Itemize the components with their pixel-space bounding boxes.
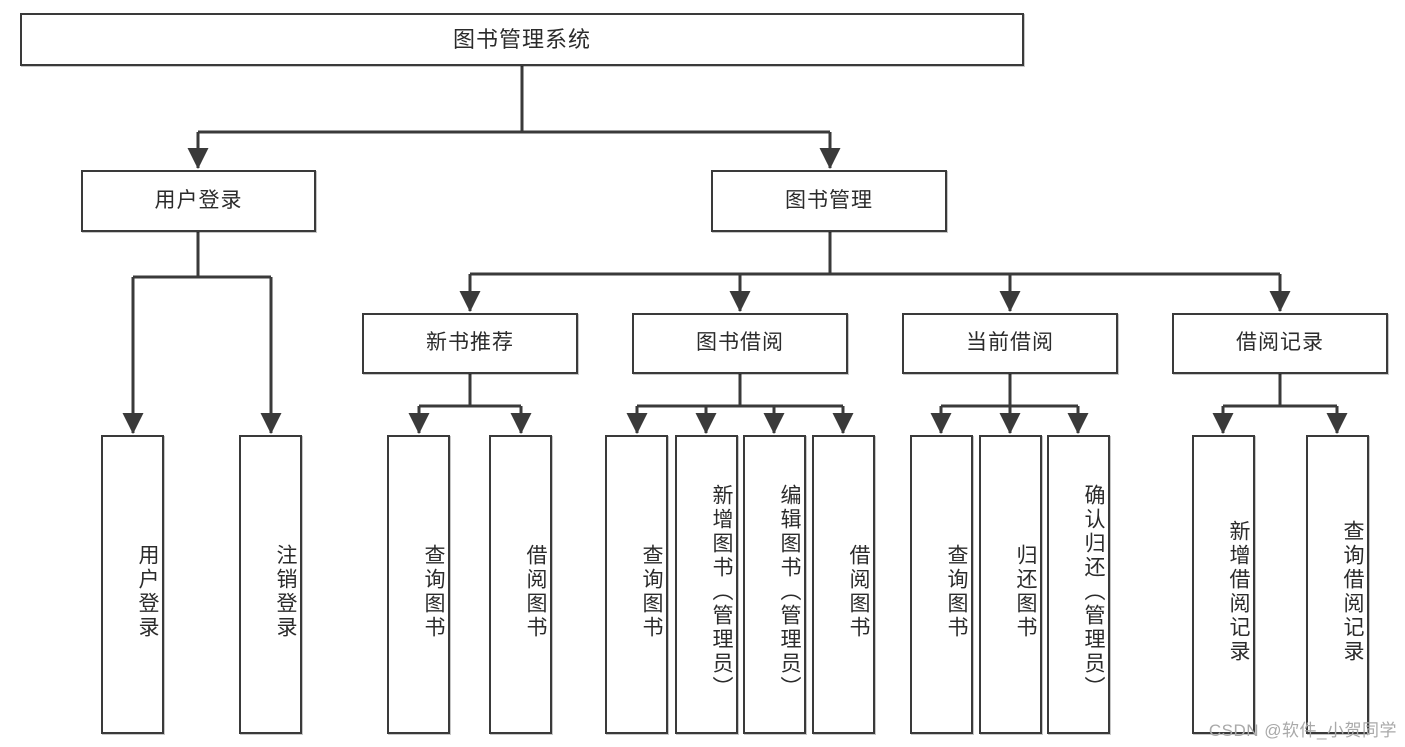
node-leaf-logout-label: 注销登录 [274, 543, 297, 640]
node-book-manage-label: 图书管理 [785, 188, 873, 212]
node-leaf-query-book-rec-label: 查询图书 [422, 543, 445, 640]
node-leaf-user-login[interactable]: 用户登录 [101, 435, 164, 734]
node-borrow-record[interactable]: 借阅记录 [1172, 313, 1388, 374]
node-leaf-query-book-cur-label: 查询图书 [945, 543, 968, 640]
csdn-watermark: CSDN @软件_小贺同学 [1208, 721, 1397, 740]
node-leaf-return-book-label: 归还图书 [1014, 543, 1037, 640]
node-leaf-logout[interactable]: 注销登录 [239, 435, 302, 734]
node-leaf-borrow-book-label: 借阅图书 [847, 543, 870, 640]
node-new-book-rec[interactable]: 新书推荐 [362, 313, 578, 374]
node-current-borrow[interactable]: 当前借阅 [902, 313, 1118, 374]
node-leaf-confirm-return-label: 确认归还（管理员） [1082, 483, 1105, 700]
node-leaf-query-record[interactable]: 查询借阅记录 [1306, 435, 1369, 734]
node-leaf-borrow-book-rec-label: 借阅图书 [524, 543, 547, 640]
node-leaf-add-record[interactable]: 新增借阅记录 [1192, 435, 1255, 734]
node-leaf-query-book-rec[interactable]: 查询图书 [387, 435, 450, 734]
node-leaf-add-book-label: 新增图书（管理员） [710, 483, 733, 700]
node-book-manage[interactable]: 图书管理 [711, 170, 947, 232]
node-leaf-user-login-label: 用户登录 [136, 543, 159, 640]
node-root[interactable]: 图书管理系统 [20, 13, 1024, 66]
node-leaf-add-record-label: 新增借阅记录 [1227, 519, 1250, 664]
node-leaf-query-book-cur[interactable]: 查询图书 [910, 435, 973, 734]
node-book-borrow-label: 图书借阅 [696, 331, 784, 355]
node-leaf-query-book-borrow-label: 查询图书 [640, 543, 663, 640]
node-leaf-edit-book[interactable]: 编辑图书（管理员） [743, 435, 806, 734]
node-leaf-add-book[interactable]: 新增图书（管理员） [675, 435, 738, 734]
node-leaf-return-book[interactable]: 归还图书 [979, 435, 1042, 734]
node-borrow-record-label: 借阅记录 [1236, 331, 1324, 355]
node-leaf-borrow-book-rec[interactable]: 借阅图书 [489, 435, 552, 734]
node-leaf-query-record-label: 查询借阅记录 [1341, 519, 1364, 664]
node-user-login-label: 用户登录 [154, 188, 243, 212]
node-leaf-edit-book-label: 编辑图书（管理员） [778, 483, 801, 700]
node-current-borrow-label: 当前借阅 [966, 331, 1054, 355]
node-user-login[interactable]: 用户登录 [81, 170, 316, 232]
node-book-borrow[interactable]: 图书借阅 [632, 313, 848, 374]
node-leaf-confirm-return[interactable]: 确认归还（管理员） [1047, 435, 1110, 734]
node-leaf-query-book-borrow[interactable]: 查询图书 [605, 435, 668, 734]
node-root-label: 图书管理系统 [452, 26, 591, 52]
node-new-book-rec-label: 新书推荐 [426, 331, 514, 355]
node-leaf-borrow-book[interactable]: 借阅图书 [812, 435, 875, 734]
